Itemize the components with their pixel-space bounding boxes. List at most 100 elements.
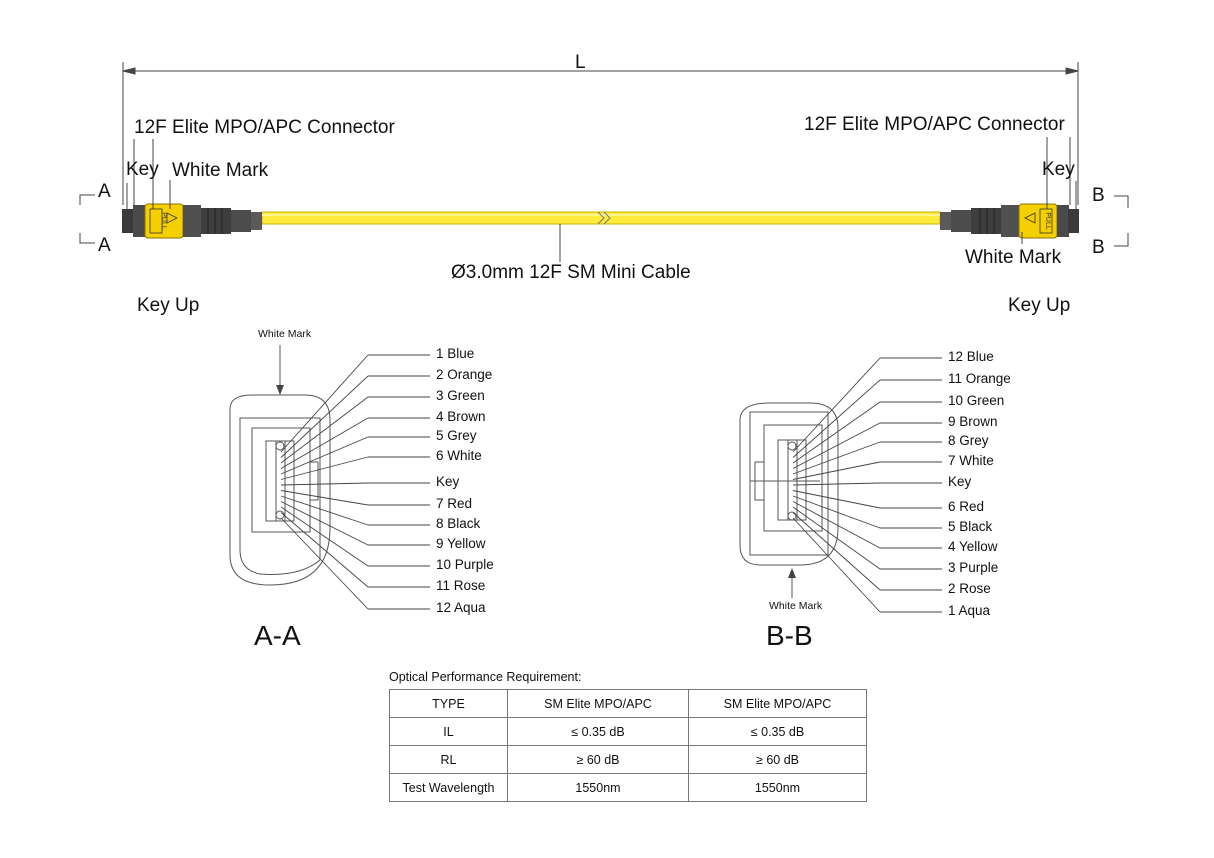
table-row: Test Wavelength 1550nm 1550nm xyxy=(389,773,867,802)
arrowhead-left-icon xyxy=(122,67,136,75)
fiber-label: 12 Aqua xyxy=(436,600,486,615)
section-a-top-label: A xyxy=(98,181,111,202)
leader-lines xyxy=(79,137,1129,262)
section-a-bottom-label: A xyxy=(98,235,111,256)
fiber-label: 11 Orange xyxy=(948,371,1011,386)
fiber-leader-line xyxy=(792,506,881,570)
table-cell: 1550nm xyxy=(688,773,867,802)
fiber-leader-line xyxy=(792,422,881,469)
fiber-label: 10 Purple xyxy=(436,557,494,572)
right-mpo-connector xyxy=(940,203,1079,239)
section-b-bottom-label: B xyxy=(1092,237,1105,258)
fiber-leader-line xyxy=(280,354,369,453)
arrow-up-icon xyxy=(788,568,796,578)
left-mpo-connector xyxy=(122,203,262,239)
fiber-leader-line xyxy=(792,379,881,458)
table-cell: RL xyxy=(389,745,508,774)
fiber-label: 4 Brown xyxy=(436,409,486,424)
fiber-label: 9 Brown xyxy=(948,414,998,429)
fiber-label: 4 Yellow xyxy=(948,539,998,554)
section-aa-title: A-A xyxy=(254,620,301,651)
fiber-label: 1 Blue xyxy=(436,346,475,361)
fiber-leader-line xyxy=(280,396,369,464)
fiber-leader-line xyxy=(280,506,369,567)
fiber-leader-line xyxy=(792,357,881,453)
bb-white-mark-label: White Mark xyxy=(769,600,823,612)
left-orientation-label: Key Up xyxy=(137,295,200,316)
fiber-leader-line xyxy=(792,461,881,480)
cable-spec-label: Ø3.0mm 12F SM Mini Cable xyxy=(451,262,691,283)
fiber-leader-line xyxy=(280,436,369,475)
arrow-down-icon xyxy=(276,385,284,395)
table-cell: ≤ 0.35 dB xyxy=(688,717,867,746)
table-cell: ≥ 60 dB xyxy=(688,745,867,774)
fiber-leader-line xyxy=(792,441,881,475)
right-boot-label: PULL xyxy=(1044,212,1051,230)
fiber-label: 2 Orange xyxy=(436,367,493,382)
right-key-label: Key xyxy=(1042,159,1075,180)
fiber-cable xyxy=(261,211,941,225)
fiber-label: 5 Black xyxy=(948,519,993,534)
left-white-mark-label: White Mark xyxy=(172,160,269,181)
right-connector-label: 12F Elite MPO/APC Connector xyxy=(804,114,1065,135)
fiber-fan-a xyxy=(280,354,430,610)
table-cell: Test Wavelength xyxy=(389,773,508,802)
fiber-leader-line xyxy=(280,501,369,546)
left-boot-label: PULL xyxy=(160,212,167,230)
fiber-leader-line xyxy=(792,490,881,509)
end-face-b xyxy=(739,402,839,598)
fiber-fan-b xyxy=(792,357,942,613)
fiber-leader-line xyxy=(792,517,881,613)
fiber-leader-line xyxy=(792,401,881,464)
fiber-leader-line xyxy=(792,501,881,549)
fiber-leader-line xyxy=(280,482,369,486)
fiber-label: Key xyxy=(948,474,972,489)
arrowhead-right-icon xyxy=(1065,67,1079,75)
table-cell: ≤ 0.35 dB xyxy=(507,717,689,746)
fiber-leader-line xyxy=(280,456,369,480)
right-orientation-label: Key Up xyxy=(1008,295,1071,316)
aa-white-mark-label: White Mark xyxy=(258,328,312,340)
left-connector-label: 12F Elite MPO/APC Connector xyxy=(134,117,395,138)
table-header-cell: SM Elite MPO/APC xyxy=(688,689,867,718)
fiber-label: 3 Green xyxy=(436,388,485,403)
table-header-row: TYPE SM Elite MPO/APC SM Elite MPO/APC xyxy=(389,689,867,718)
performance-table: TYPE SM Elite MPO/APC SM Elite MPO/APC I… xyxy=(389,689,867,802)
fiber-leader-line xyxy=(280,495,369,526)
fiber-leader-line xyxy=(792,495,881,529)
section-bb-title: B-B xyxy=(766,620,813,651)
end-face-a xyxy=(229,345,331,586)
fiber-label: 8 Black xyxy=(436,516,481,531)
fiber-leader-line xyxy=(280,512,369,588)
fiber-label: 2 Rose xyxy=(948,581,991,596)
table-cell: 1550nm xyxy=(507,773,689,802)
section-b-top-label: B xyxy=(1092,185,1105,206)
fiber-label: 5 Grey xyxy=(436,428,477,443)
fiber-leader-line xyxy=(280,375,369,458)
fiber-label: 6 Red xyxy=(948,499,985,514)
fiber-label: 6 White xyxy=(436,448,482,463)
fiber-label: 10 Green xyxy=(948,393,1005,408)
table-header-cell: SM Elite MPO/APC xyxy=(507,689,689,718)
length-dimension xyxy=(122,62,1079,205)
fiber-label: 7 White xyxy=(948,453,994,468)
left-key-label: Key xyxy=(126,159,159,180)
table-cell: ≥ 60 dB xyxy=(507,745,689,774)
performance-title: Optical Performance Requirement: xyxy=(389,670,582,684)
length-label: L xyxy=(575,52,586,73)
fiber-label: Key xyxy=(436,474,460,489)
fiber-label: 1 Aqua xyxy=(948,603,991,618)
fiber-label: 3 Purple xyxy=(948,560,999,575)
fiber-label: 11 Rose xyxy=(436,578,486,593)
fiber-label: 9 Yellow xyxy=(436,536,486,551)
fiber-label: 12 Blue xyxy=(948,349,994,364)
fiber-leader-line xyxy=(280,517,369,610)
table-row: RL ≥ 60 dB ≥ 60 dB xyxy=(389,745,867,774)
table-cell: IL xyxy=(389,717,508,746)
table-header-cell: TYPE xyxy=(389,689,508,718)
fiber-label: 8 Grey xyxy=(948,433,989,448)
fiber-label: 7 Red xyxy=(436,496,473,511)
right-white-mark-label: White Mark xyxy=(965,247,1062,268)
fiber-leader-line xyxy=(792,482,881,486)
